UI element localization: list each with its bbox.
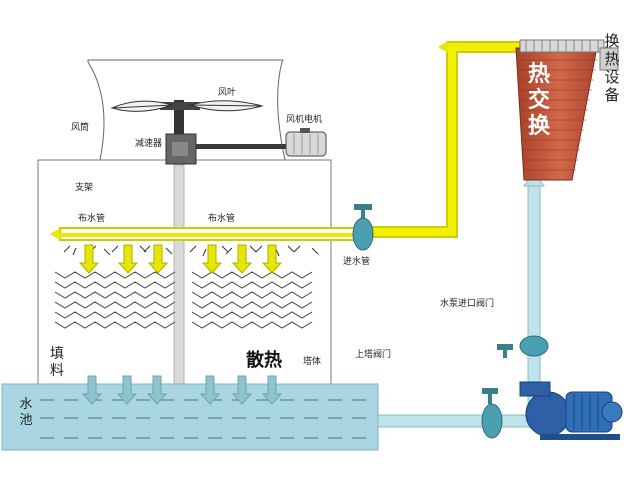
valve-icon bbox=[352, 204, 374, 251]
basin-outlet-pipe bbox=[377, 414, 539, 428]
pump-icon bbox=[519, 381, 623, 440]
label-fan-cylinder: 风筒 bbox=[71, 123, 90, 133]
label-heat-exchange-equipment: 换热设备 bbox=[604, 32, 620, 104]
motor-icon bbox=[285, 128, 327, 157]
hot-water-arrows bbox=[78, 244, 283, 274]
heat-exchanger bbox=[515, 39, 619, 181]
valve-icon bbox=[497, 335, 549, 358]
label-heat-exchange: 热交换 bbox=[527, 62, 550, 139]
hot-pipe bbox=[360, 41, 520, 238]
label-pump-inlet-valve: 水泵进口阀门 bbox=[440, 299, 495, 309]
label-water-basin: 水池 bbox=[19, 397, 33, 428]
cooled-water-arrows bbox=[81, 375, 283, 405]
label-distribution-pipe-left: 布水管 bbox=[78, 214, 106, 224]
valve-icon bbox=[481, 388, 503, 439]
label-distribution-pipe-right: 布水管 bbox=[208, 214, 236, 224]
label-fan-blade: 风叶 bbox=[218, 88, 237, 98]
label-fan-motor: 风机电机 bbox=[286, 115, 323, 125]
central-shaft bbox=[173, 164, 185, 388]
return-pipe bbox=[527, 179, 541, 416]
label-tower-body: 塔体 bbox=[303, 357, 322, 367]
label-reducer: 减速器 bbox=[135, 139, 163, 149]
label-tower-inlet-valve: 上塔阀门 bbox=[355, 350, 392, 360]
gearbox-icon bbox=[165, 133, 288, 165]
label-heat-dissipation: 散热 bbox=[246, 350, 282, 371]
distribution-arrow-left bbox=[50, 228, 60, 240]
label-inlet-pipe: 进水管 bbox=[343, 257, 371, 267]
label-bracket: 支架 bbox=[75, 183, 94, 193]
fan-icon bbox=[110, 100, 264, 140]
label-fill: 填料 bbox=[50, 346, 64, 379]
water-basin bbox=[1, 383, 379, 451]
